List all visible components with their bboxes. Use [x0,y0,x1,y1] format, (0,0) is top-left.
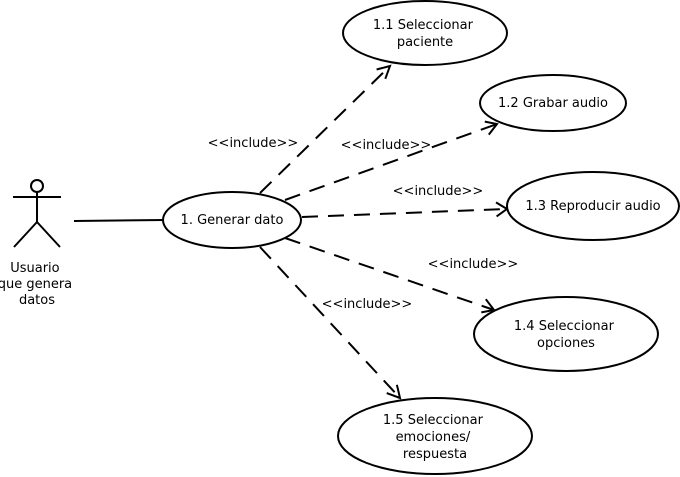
use-case-label: 1. Generar dato [181,213,284,228]
actor-figure [13,179,61,248]
include-label-1-3: <<include>> [393,184,484,199]
use-case-label: 1.2 Grabar audio [498,96,608,111]
use-case-label-line: paciente [397,35,453,50]
use-case-label: 1.5 Seleccionar emociones/ respuesta [383,413,487,462]
use-case-label: 1.3 Reproducir audio [525,199,660,214]
include-label-1-4: <<include>> [428,257,519,272]
association-line [73,219,165,222]
include-label-1-2: <<include>> [341,138,432,153]
include-label-1-5: <<include>> [322,297,413,312]
include-connector-1-5 [259,246,402,400]
use-case-seleccionar-paciente: 1.1 Seleccionar paciente [342,0,508,66]
use-case-label-line: 1.4 Seleccionar [514,319,615,334]
use-case-label-line: emociones/ [396,430,471,445]
actor-head [30,179,44,193]
include-connector-1-1 [259,64,392,194]
use-case-label-line: respuesta [403,447,467,462]
use-case-label: 1.1 Seleccionar paciente [373,18,477,50]
use-case-generar-dato: 1. Generar dato [162,191,302,249]
use-case-label: 1.4 Seleccionar opciones [514,319,618,351]
actor-label-line: datos [19,293,55,308]
actor-left-leg [13,221,38,248]
include-label-1-1: <<include>> [208,136,299,151]
actor-label: Usuario que genera datos [0,261,76,308]
use-case-grabar-audio: 1.2 Grabar audio [479,74,627,132]
actor-label-line: Usuario [10,261,59,276]
use-case-reproducir-audio: 1.3 Reproducir audio [506,171,680,241]
actor-label-line: que genera [0,277,72,292]
include-connector-1-2 [284,120,499,201]
include-connector-1-3 [301,201,509,218]
actor-right-leg [36,221,61,248]
use-case-label-line: opciones [537,336,595,351]
use-case-seleccionar-emociones: 1.5 Seleccionar emociones/ respuesta [337,397,533,475]
use-case-label-line: 1.5 Seleccionar [383,413,484,428]
use-case-seleccionar-opciones: 1.4 Seleccionar opciones [473,296,659,372]
use-case-label-line: 1.1 Seleccionar [373,18,474,33]
